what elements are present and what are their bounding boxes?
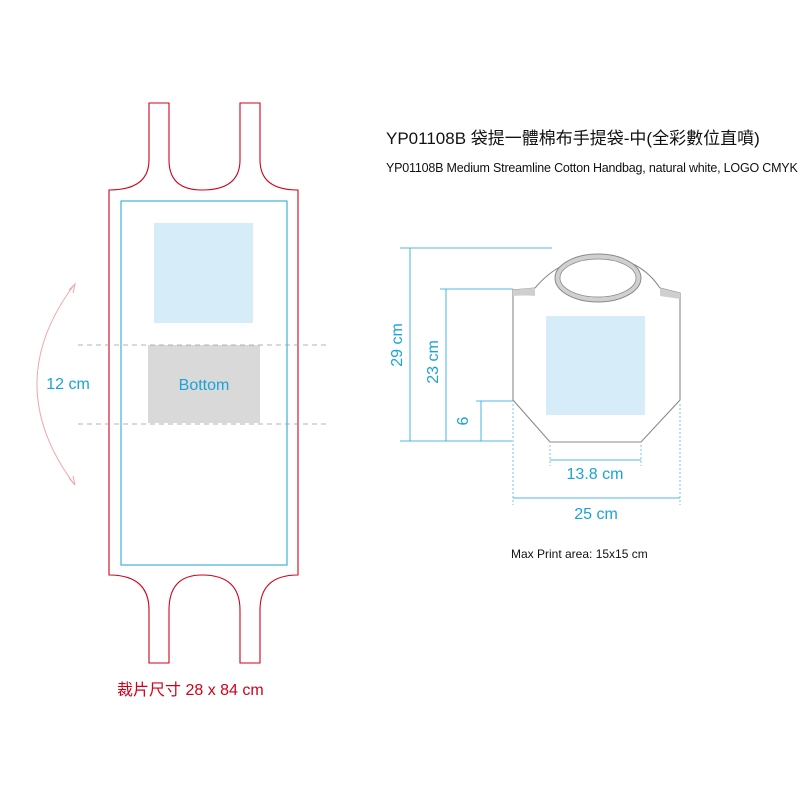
handle-hole bbox=[559, 258, 637, 298]
height-body-label: 23 cm bbox=[425, 340, 442, 384]
sewing-line bbox=[120, 200, 288, 566]
gusset-label: 6 bbox=[455, 416, 472, 425]
cut-outline bbox=[108, 102, 299, 664]
bottom-width-label: 13.8 cm bbox=[567, 466, 624, 483]
fold-arrow-head-top bbox=[68, 282, 76, 294]
bottom-zone bbox=[148, 345, 260, 423]
fold-label: 12 cm bbox=[46, 376, 90, 393]
height-total-label: 29 cm bbox=[389, 323, 406, 367]
fold-arrow bbox=[36, 284, 75, 485]
handle-band-left bbox=[513, 288, 535, 296]
fold-arrow-head-bottom bbox=[68, 475, 76, 486]
full-width-label: 25 cm bbox=[574, 506, 618, 523]
bottom-label: Bottom bbox=[179, 377, 230, 394]
print-zone-bag bbox=[546, 316, 645, 415]
product-title-zh: YP01108B 袋提一體棉布手提袋-中(全彩數位直噴) bbox=[386, 129, 760, 148]
print-zone-pattern bbox=[154, 223, 253, 323]
product-title-en: YP01108B Medium Streamline Cotton Handba… bbox=[386, 161, 798, 175]
print-area-label: Max Print area: 15x15 cm bbox=[511, 547, 648, 561]
handle-band-right bbox=[660, 288, 680, 299]
cut-size-label: 裁片尺寸 28 x 84 cm bbox=[117, 682, 264, 699]
